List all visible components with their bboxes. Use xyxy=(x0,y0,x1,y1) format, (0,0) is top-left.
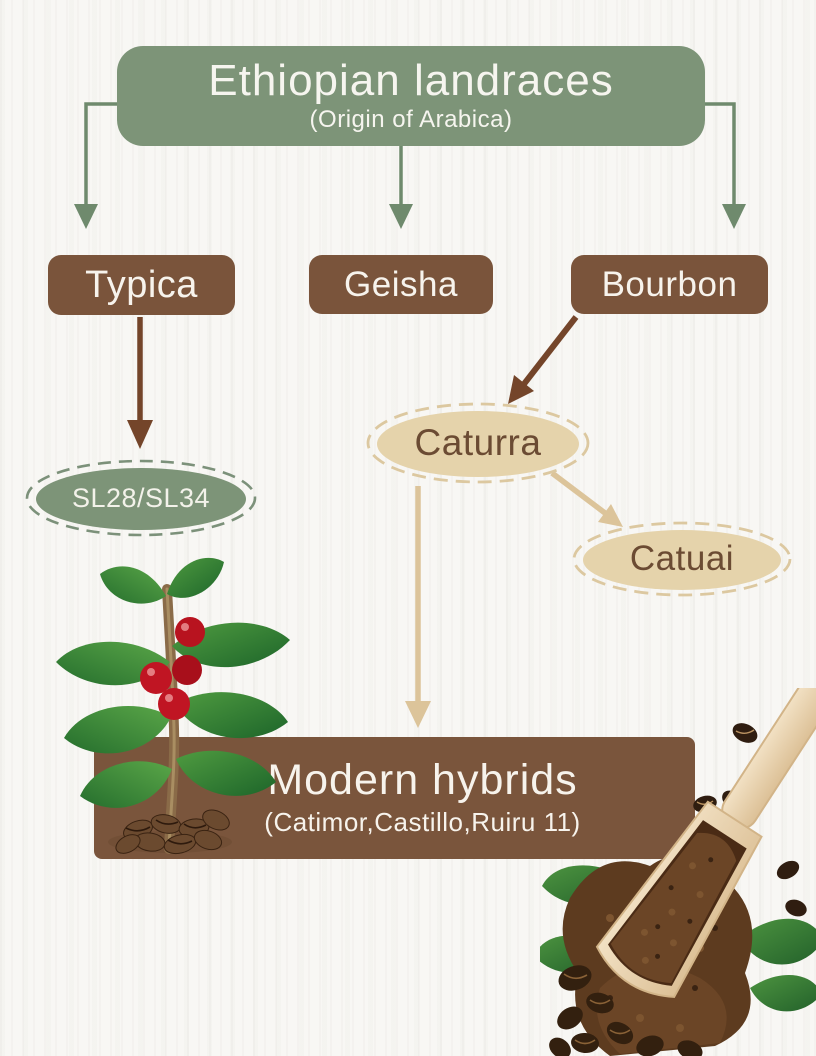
arrowhead-typica-to-sl xyxy=(127,420,153,449)
arrowhead-caturra-to-hybrids xyxy=(405,701,431,728)
node-bourbon: Bourbon xyxy=(571,255,768,314)
catuai-label: Catuai xyxy=(629,539,735,578)
arrowhead-root-to-typica xyxy=(74,204,98,229)
arrow-caturra-to-catuai xyxy=(550,470,607,516)
caturra-ellipse-shape xyxy=(366,402,590,484)
sl28-ellipse-shape xyxy=(25,459,257,537)
arrowhead-root-to-geisha xyxy=(389,204,413,229)
arrow-root-to-bourbon xyxy=(704,102,736,204)
catuai-ellipse-shape xyxy=(572,521,792,597)
arrowhead-bourbon-to-caturra xyxy=(508,375,534,404)
coffee-cherries xyxy=(140,617,205,720)
root-title: Ethiopian landraces xyxy=(208,55,614,105)
arrow-root-to-typica xyxy=(84,102,118,204)
node-ethiopian-landraces: Ethiopian landraces (Origin of Arabica) xyxy=(117,46,705,146)
hybrids-title: Modern hybrids xyxy=(267,756,578,805)
root-subtitle: (Origin of Arabica) xyxy=(309,106,513,134)
wooden-scoop xyxy=(595,688,816,998)
plant-leaves xyxy=(56,557,290,808)
arrow-bourbon-to-caturra xyxy=(521,315,579,386)
node-caturra: Caturra xyxy=(365,401,591,485)
node-geisha: Geisha xyxy=(309,255,493,314)
coffee-plant-illustration xyxy=(56,557,290,855)
arrowhead-root-to-bourbon xyxy=(722,204,746,229)
hybrids-subtitle: (Catimor,Castillo,Ruiru 11) xyxy=(264,806,581,837)
caturra-label: Caturra xyxy=(414,422,542,463)
sl28-label: SL28/SL34 xyxy=(71,483,211,513)
node-sl28-sl34: SL28/SL34 xyxy=(24,458,258,539)
node-catuai: Catuai xyxy=(571,520,793,598)
node-typica: Typica xyxy=(48,255,235,315)
coffee-scoop-illustration xyxy=(540,688,816,1056)
bean-pile xyxy=(115,809,230,855)
arrowhead-caturra-to-catuai xyxy=(598,504,623,527)
